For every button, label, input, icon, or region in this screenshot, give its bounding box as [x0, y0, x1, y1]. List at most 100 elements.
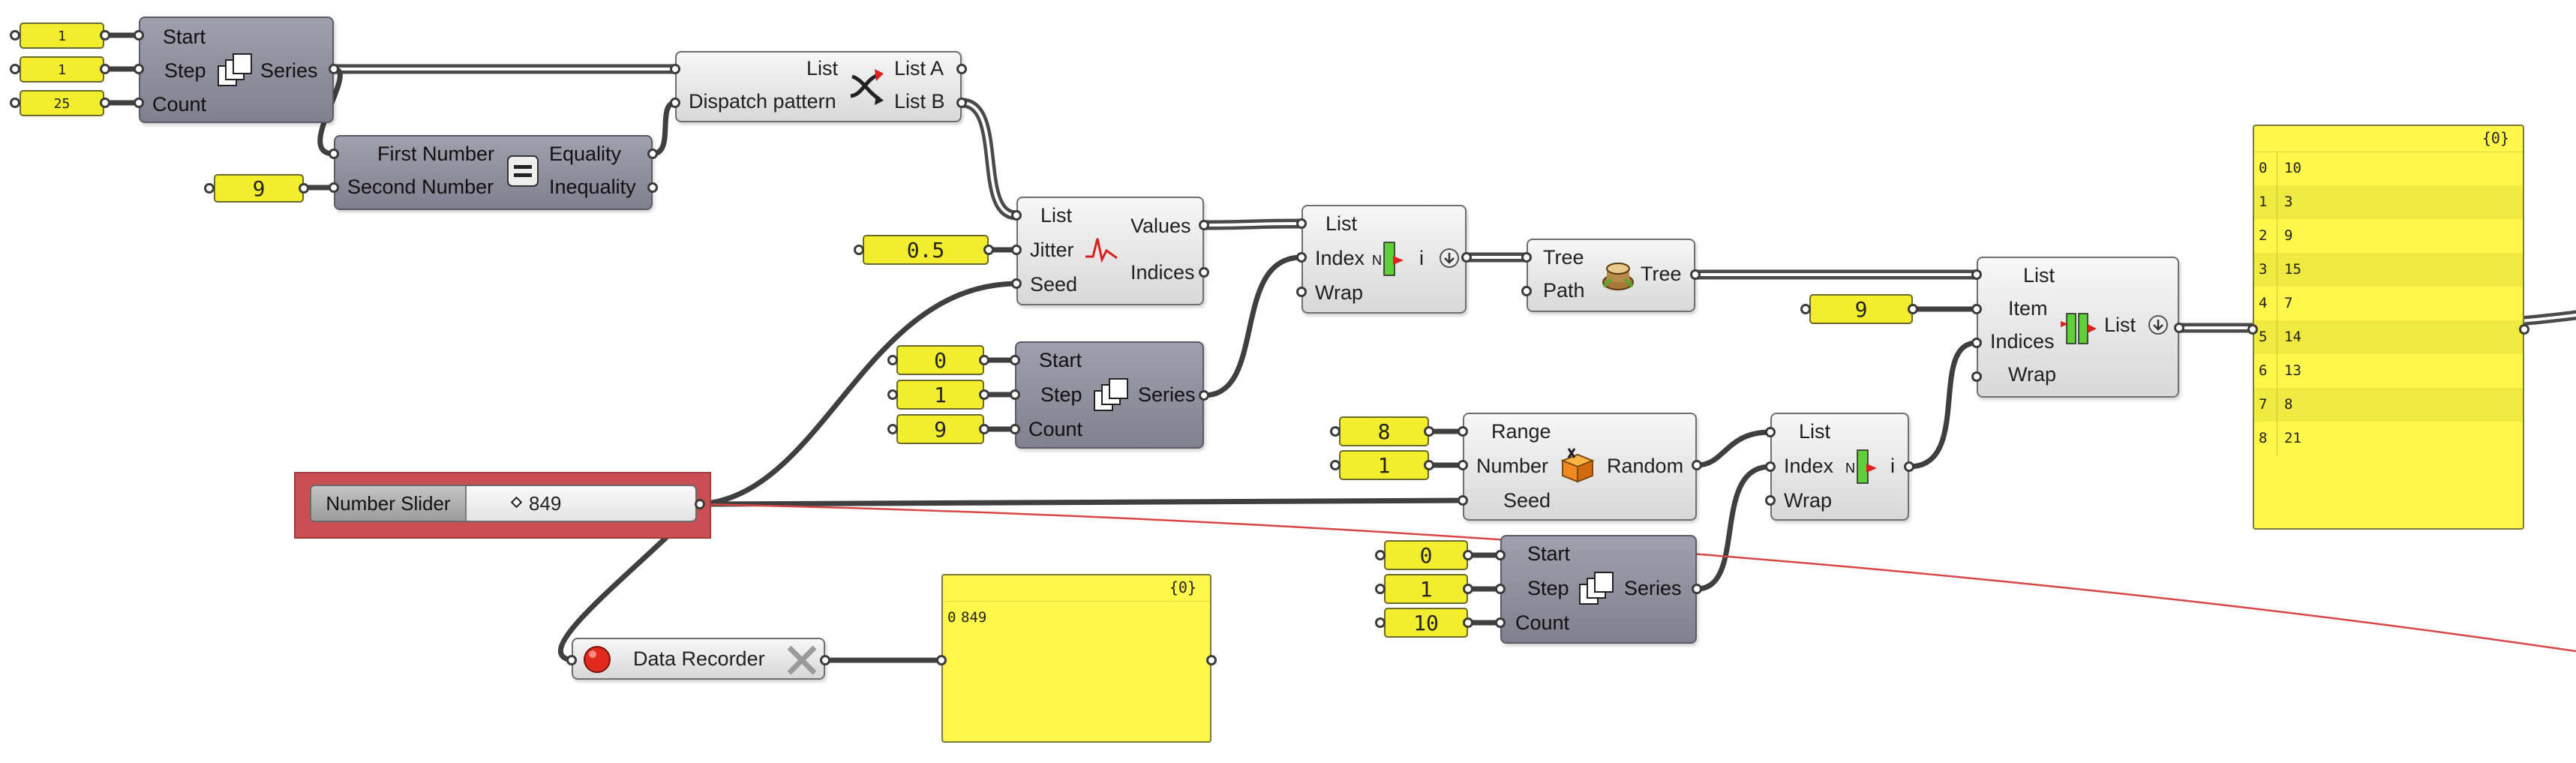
output-port[interactable]: [299, 183, 309, 194]
series-component[interactable]: Start Step Count Series: [139, 17, 334, 123]
input-port[interactable]: [329, 149, 339, 159]
input-port[interactable]: [1010, 355, 1020, 365]
output-port[interactable]: [956, 98, 967, 108]
series2-count-panel[interactable]: 9: [896, 414, 984, 444]
input-port[interactable]: [1765, 495, 1776, 506]
data-recorder-component[interactable]: Data Recorder: [572, 638, 825, 680]
input-port[interactable]: [1011, 278, 1022, 289]
equality-component[interactable]: First Number Second Number Equality Ineq…: [334, 135, 653, 210]
output-port[interactable]: [2519, 324, 2529, 335]
series3-start-panel[interactable]: 0: [1384, 540, 1468, 570]
series2-step-panel[interactable]: 1: [896, 380, 984, 410]
output-port[interactable]: [329, 64, 339, 74]
input-port[interactable]: [1521, 252, 1532, 263]
number-slider[interactable]: Number Slider 849: [310, 485, 697, 522]
output-port[interactable]: [1199, 390, 1209, 401]
output-port[interactable]: [647, 182, 658, 193]
input-port[interactable]: [1971, 371, 1982, 382]
input-port[interactable]: [1971, 269, 1982, 280]
output-port[interactable]: [1463, 617, 1473, 628]
output-port[interactable]: [100, 64, 110, 74]
input-port[interactable]: [1458, 426, 1468, 437]
output-port[interactable]: [820, 655, 830, 665]
output-port[interactable]: [1199, 267, 1209, 278]
input-port[interactable]: [1011, 245, 1022, 255]
output-port[interactable]: [1206, 655, 1217, 665]
input-port[interactable]: [670, 98, 680, 108]
output-port[interactable]: [647, 149, 658, 159]
input-port[interactable]: [670, 64, 680, 74]
output-port[interactable]: [979, 424, 989, 434]
output-port[interactable]: [1690, 269, 1701, 280]
series-component-3[interactable]: Start Step Count Series: [1500, 535, 1697, 644]
input-port[interactable]: [566, 655, 577, 665]
input-port[interactable]: [1375, 550, 1386, 560]
output-port[interactable]: [1692, 584, 1702, 594]
output-port[interactable]: [100, 30, 110, 41]
input-port[interactable]: [10, 64, 20, 74]
input-port[interactable]: [854, 245, 864, 255]
count-value-panel[interactable]: 25: [20, 90, 104, 116]
input-port[interactable]: [1330, 460, 1341, 470]
second-number-panel[interactable]: 9: [214, 174, 304, 203]
output-port[interactable]: [1908, 304, 1918, 314]
output-port[interactable]: [1692, 460, 1702, 470]
input-port[interactable]: [1765, 461, 1776, 472]
input-port[interactable]: [10, 98, 20, 108]
input-port[interactable]: [2247, 324, 2258, 335]
output-port[interactable]: [1199, 220, 1209, 230]
step-value-panel[interactable]: 1: [20, 56, 104, 83]
input-port[interactable]: [329, 182, 339, 193]
series2-start-panel[interactable]: 0: [896, 345, 984, 375]
input-port[interactable]: [204, 183, 215, 194]
item-index-panel[interactable]: 9: [1809, 294, 1913, 324]
jitter-value-panel[interactable]: 0.5: [863, 235, 989, 265]
input-port[interactable]: [1971, 338, 1982, 348]
input-port[interactable]: [887, 355, 898, 365]
list-item-component-2[interactable]: List Item Indices Wrap List: [1977, 257, 2179, 398]
slider-handle[interactable]: [510, 496, 523, 509]
output-port[interactable]: [979, 355, 989, 365]
input-port[interactable]: [1010, 389, 1020, 400]
series-component-2[interactable]: Start Step Count Series: [1015, 341, 1204, 449]
output-port[interactable]: [100, 98, 110, 108]
input-port[interactable]: [1521, 286, 1532, 296]
input-port[interactable]: [887, 389, 898, 400]
random-component[interactable]: Range Number Seed Random: [1463, 413, 1697, 521]
output-port[interactable]: [1904, 461, 1914, 472]
output-port[interactable]: [956, 64, 967, 74]
input-port[interactable]: [134, 64, 144, 74]
series3-step-panel[interactable]: 1: [1384, 574, 1468, 604]
output-port[interactable]: [1463, 584, 1473, 594]
input-port[interactable]: [10, 30, 20, 41]
input-port[interactable]: [1458, 460, 1468, 470]
input-port[interactable]: [1296, 287, 1307, 297]
input-port[interactable]: [1011, 210, 1022, 221]
input-port[interactable]: [1010, 424, 1020, 434]
jitter-component[interactable]: List Jitter Seed Values Indices: [1016, 197, 1204, 305]
input-port[interactable]: [134, 30, 144, 41]
input-port[interactable]: [1495, 584, 1506, 594]
simplify-tree-component[interactable]: Tree Path Tree: [1527, 239, 1695, 312]
series3-count-panel[interactable]: 10: [1384, 608, 1468, 638]
options-arrow-icon[interactable]: [1438, 247, 1461, 273]
output-port[interactable]: [695, 499, 705, 509]
input-port[interactable]: [1296, 218, 1307, 229]
output-port[interactable]: [979, 389, 989, 400]
input-port[interactable]: [1971, 304, 1982, 314]
start-value-panel[interactable]: 1: [20, 23, 104, 49]
input-port[interactable]: [1330, 426, 1341, 437]
output-port[interactable]: [983, 245, 994, 255]
output-port[interactable]: [1461, 252, 1472, 263]
dispatch-component[interactable]: List Dispatch pattern List A List B: [675, 51, 962, 122]
record-icon[interactable]: [582, 644, 612, 678]
input-port[interactable]: [1495, 550, 1506, 560]
input-port[interactable]: [1495, 617, 1506, 628]
input-port[interactable]: [1800, 304, 1811, 314]
input-port[interactable]: [1375, 617, 1386, 628]
input-port[interactable]: [1458, 495, 1468, 506]
list-item-component-3[interactable]: List Index Wrap N i: [1770, 413, 1909, 521]
number-value-panel[interactable]: 1: [1339, 450, 1429, 480]
